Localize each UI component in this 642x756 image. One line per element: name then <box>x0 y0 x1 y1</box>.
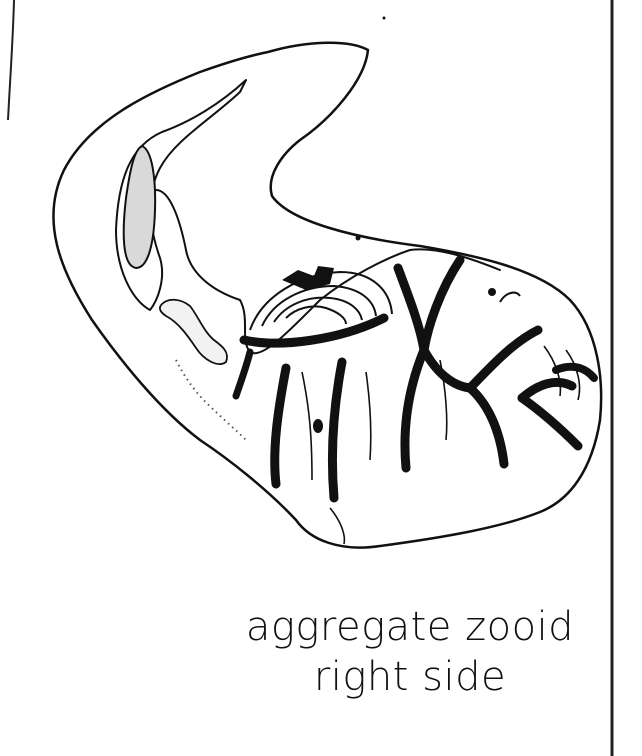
dotted-edge <box>175 359 247 441</box>
muscle-band <box>270 363 291 489</box>
muscle-bands <box>232 255 598 503</box>
gut-notch <box>282 266 334 290</box>
zooid-inner-outline <box>115 79 247 311</box>
muscle-band <box>552 362 598 382</box>
spot <box>313 419 323 433</box>
muscle-band <box>517 393 583 451</box>
zooid-outer-outline <box>52 41 603 549</box>
gut-whorl <box>249 270 393 331</box>
muscle-band <box>465 325 543 393</box>
zooid-body <box>52 41 603 549</box>
caption-subtitle: right side <box>313 654 507 700</box>
muscle-band <box>419 255 475 393</box>
inner-cavity-outline <box>155 189 501 355</box>
muscle-band <box>517 378 577 403</box>
thin-structures <box>301 345 581 545</box>
speck <box>382 16 386 20</box>
muscle-band <box>239 313 389 348</box>
endostyle <box>122 144 157 270</box>
muscle-band <box>393 263 429 473</box>
muscle-band <box>465 383 509 469</box>
nerve-ganglion <box>159 298 228 365</box>
spot <box>488 288 496 296</box>
left-border-line <box>7 0 15 121</box>
curl-mark <box>499 291 521 303</box>
frame-borders <box>7 0 614 756</box>
speck <box>355 235 361 241</box>
caption-title: aggregate zooid <box>245 604 575 650</box>
muscle-band <box>327 357 347 503</box>
muscle-band <box>232 348 254 400</box>
